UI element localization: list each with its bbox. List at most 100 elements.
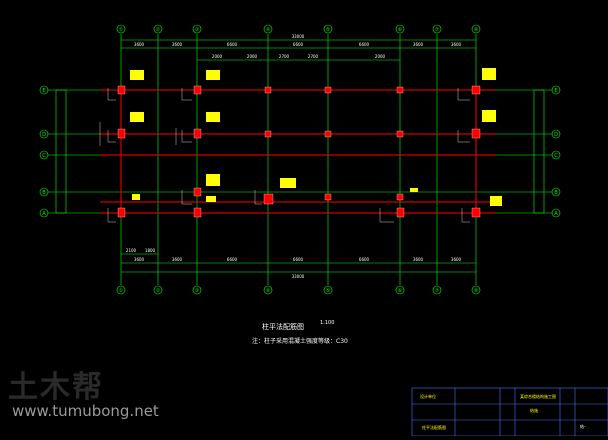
column-annotations — [130, 68, 502, 206]
axis-label: ③ — [195, 27, 199, 33]
axis-label: ⑤ — [326, 288, 330, 294]
dimension-text: 33000 — [292, 274, 305, 279]
dimension-text: 6600 — [293, 257, 304, 262]
drawing-scale: 1:100 — [320, 320, 335, 326]
column — [324, 130, 332, 138]
column — [264, 130, 272, 138]
top-dimension-texts: 33000 3600 3600 6600 6600 6600 3600 3600… — [134, 34, 462, 59]
axis-label: ① — [119, 288, 124, 294]
axis-label: ④ — [266, 288, 271, 294]
dimension-text: 3600 — [134, 257, 145, 262]
dimension-text: 3600 — [413, 42, 424, 47]
column — [324, 193, 332, 201]
axis-label: B — [554, 190, 558, 196]
column — [263, 193, 274, 205]
column — [193, 207, 202, 218]
axis-label: ⑤ — [326, 27, 330, 33]
axis-label: D — [42, 132, 46, 138]
dimension-text: 2700 — [308, 54, 319, 59]
callout-leaders — [99, 88, 470, 223]
column — [396, 86, 404, 94]
right-axis-labels: E D C B A — [554, 88, 558, 217]
column — [193, 187, 202, 197]
dimension-text: 1800 — [145, 248, 156, 253]
axis-label: ③ — [195, 288, 199, 294]
drawing-note: 注：柱子采用混凝土强度等级：C30 — [252, 338, 348, 345]
top-axis-labels: ① ② ③ ④ ⑤ ⑥ ⑦ ⑧ — [119, 27, 479, 33]
axis-label: E — [42, 88, 45, 94]
bottom-axis-labels: ① ② ③ ④ ⑤ ⑥ ⑦ ⑧ — [119, 288, 479, 294]
title-block-designer: 设计单位 — [420, 393, 436, 399]
title-block-stage: 结施 — [530, 407, 538, 413]
column — [193, 128, 202, 139]
bottom-dimension-texts: 33000 3600 3600 6600 6600 6600 3600 3600… — [126, 248, 462, 279]
dimension-text: 33000 — [292, 34, 305, 39]
dimension-text: 2000 — [375, 54, 386, 59]
drawing-title: 柱平法配筋图 — [262, 323, 304, 331]
bottom-dimension-lines — [121, 253, 476, 273]
vertical-grid-lines — [120, 34, 477, 285]
dimension-text: 3600 — [451, 42, 462, 47]
axis-label: B — [42, 190, 46, 196]
column — [117, 128, 126, 139]
axis-label: ⑥ — [398, 288, 403, 294]
axis-label: ② — [156, 288, 161, 294]
left-axis-labels: E D C B A — [42, 88, 46, 217]
title-block-drawing-name: 柱平法配筋图 — [422, 424, 446, 430]
axis-label: C — [42, 153, 46, 159]
dimension-text: 2100 — [126, 248, 137, 253]
axis-label: D — [554, 132, 558, 138]
column — [264, 86, 272, 94]
dimension-text: 2700 — [279, 54, 290, 59]
axis-label: ② — [156, 27, 161, 33]
dimension-text: 3600 — [451, 257, 462, 262]
axis-label: C — [554, 153, 558, 159]
axis-label: ⑦ — [435, 288, 440, 294]
dimension-text: 3600 — [172, 42, 183, 47]
dimension-text: 6600 — [227, 257, 238, 262]
axis-label: ⑥ — [398, 27, 403, 33]
column — [396, 193, 404, 201]
dimension-text: 2000 — [212, 54, 223, 59]
beams — [100, 85, 496, 218]
title-block-project: 某综合楼结构施工图 — [520, 393, 556, 399]
column — [471, 128, 481, 139]
right-axis-bubbles — [551, 85, 561, 218]
outer-boundary — [55, 89, 545, 214]
top-axis-bubbles — [116, 24, 481, 34]
dimension-text: 2000 — [247, 54, 258, 59]
columns — [117, 85, 481, 218]
dimension-text: 6600 — [293, 42, 304, 47]
dimension-text: 3600 — [134, 42, 145, 47]
dimension-text: 6600 — [227, 42, 238, 47]
column — [396, 130, 404, 138]
bottom-axis-bubbles — [116, 285, 481, 295]
column — [117, 207, 126, 218]
axis-label: A — [554, 211, 558, 217]
axis-label: ⑧ — [474, 288, 479, 294]
axis-label: ⑧ — [474, 27, 479, 33]
column — [117, 85, 126, 95]
column — [193, 85, 202, 95]
column — [471, 85, 481, 95]
axis-label: ① — [119, 27, 124, 33]
left-axis-bubbles — [39, 85, 49, 218]
watermark-logo: 土木帮 — [8, 370, 104, 405]
dimension-text: 6600 — [359, 42, 370, 47]
axis-label: ④ — [266, 27, 271, 33]
top-dimension-lines — [121, 39, 476, 61]
dimension-text: 6600 — [359, 257, 370, 262]
column — [324, 86, 332, 94]
axis-label: A — [42, 211, 46, 217]
axis-label: E — [554, 88, 557, 94]
axis-label: ⑦ — [435, 27, 440, 33]
dimension-text: 3600 — [413, 257, 424, 262]
column — [471, 207, 481, 218]
dimension-text: 3600 — [172, 257, 183, 262]
column — [396, 207, 405, 218]
watermark-url: www.tumubong.net — [12, 402, 159, 420]
title-block-sheet: 结- — [580, 423, 586, 429]
